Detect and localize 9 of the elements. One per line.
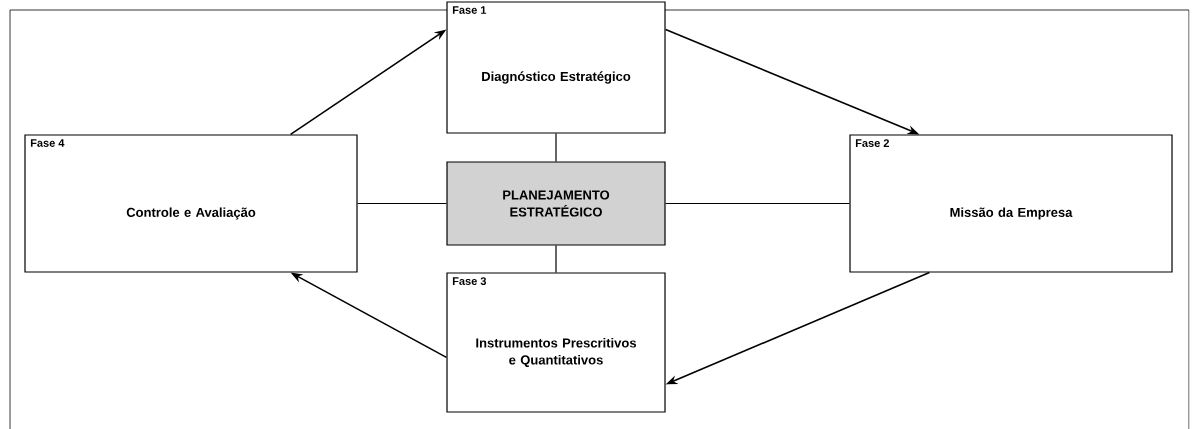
connector-line	[555, 245, 557, 273]
phase-box: Fase 4 Controle e Avaliação	[24, 134, 358, 273]
connector-line	[665, 202, 850, 205]
connector-line	[357, 202, 447, 205]
connector-line	[555, 133, 557, 162]
center-box: PLANEJAMENTO ESTRATÉGICO	[446, 161, 666, 246]
phase-box: Fase 2 Missão da Empresa	[849, 134, 1173, 273]
phase-box: Fase 3 Instrumentos Prescritivos e Quantitativos	[446, 272, 666, 413]
phase-box: Fase 1 Diagnóstico Estratégico	[446, 1, 666, 134]
